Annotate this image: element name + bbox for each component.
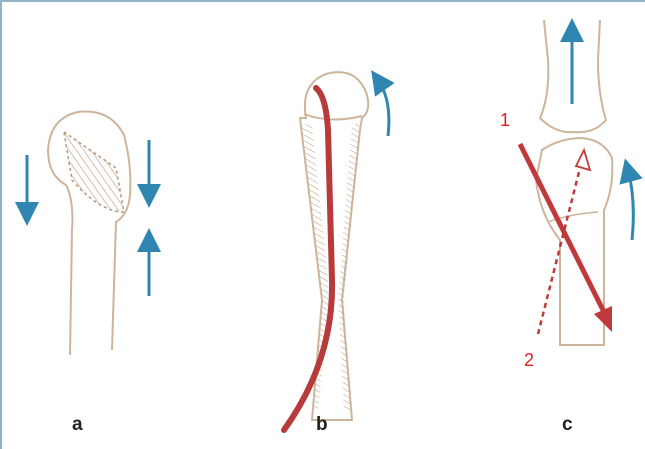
wire-2-label: 2	[524, 350, 534, 371]
panel-label-c: c	[562, 414, 573, 436]
panel-c-wire-1	[520, 144, 604, 312]
panel-label-a: a	[72, 414, 83, 436]
panel-a-bone-outline	[48, 111, 130, 355]
panel-c-drawing	[520, 20, 633, 345]
panel-b-fracture-line	[304, 114, 362, 120]
panel-b-drawing	[284, 72, 389, 430]
wire-1-label: 1	[500, 110, 510, 131]
panel-a-drawing	[27, 111, 149, 355]
panel-b-rotation-arrow	[378, 80, 389, 136]
panel-label-b: b	[316, 414, 328, 436]
panel-a-fracture-fragment	[64, 132, 124, 212]
panel-c-rotation-arrow	[628, 170, 633, 240]
panel-c-wire-2-head	[576, 150, 590, 170]
